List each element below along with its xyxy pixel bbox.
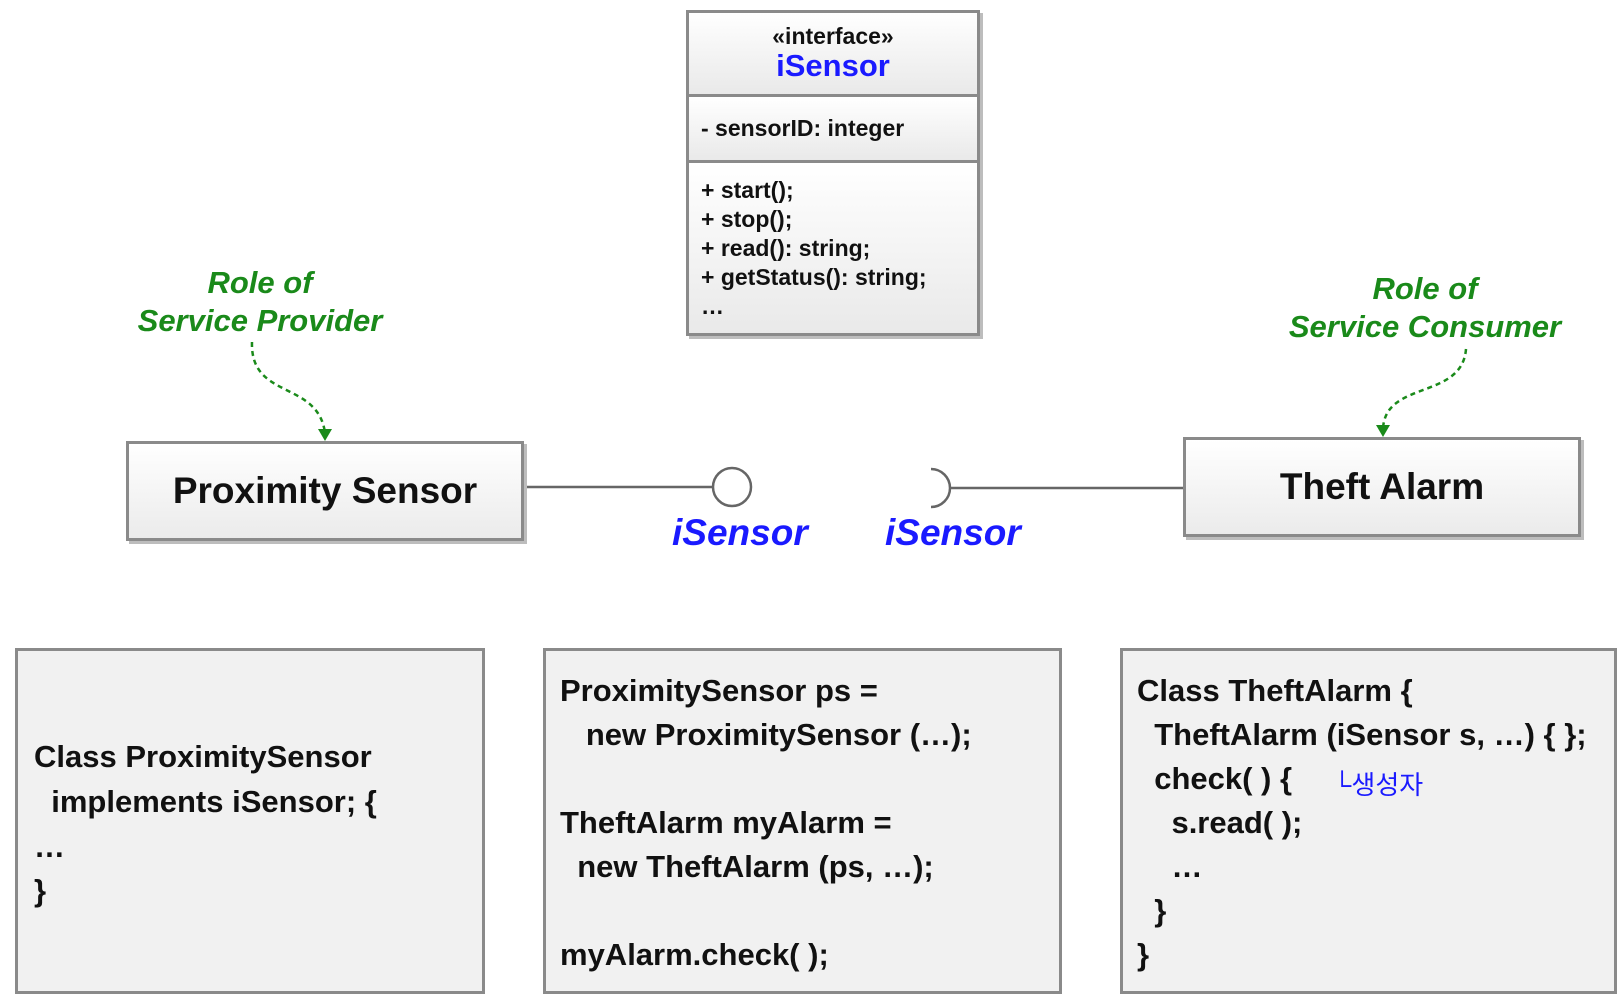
operation-item: + start(); bbox=[701, 177, 794, 203]
provider-role-arrowhead bbox=[318, 429, 332, 441]
consumer-role-arrow bbox=[1381, 348, 1468, 430]
consumer-component: Theft Alarm bbox=[1183, 437, 1581, 537]
interface-class-box: «interface» iSensor - sensorID: integer … bbox=[686, 10, 980, 336]
provider-role-arrow bbox=[250, 341, 327, 434]
consumer-role-label: Role of Service Consumer bbox=[1270, 270, 1580, 346]
code-line: } bbox=[1137, 893, 1167, 928]
operation-item: … bbox=[701, 293, 724, 319]
handwritten-note: └생성자 bbox=[1333, 770, 1424, 800]
code-line: ProximitySensor ps = bbox=[560, 673, 878, 708]
required-interface-label: iSensor bbox=[885, 512, 1021, 553]
provided-interface-label: iSensor bbox=[672, 512, 808, 553]
consumer-role-line1: Role of bbox=[1372, 271, 1478, 306]
operation-item: + stop(); bbox=[701, 206, 793, 232]
interface-attributes: - sensorID: integer bbox=[689, 97, 977, 163]
code-line: … bbox=[1137, 849, 1203, 884]
interface-attribute: - sensorID: integer bbox=[701, 115, 905, 141]
provider-role-label: Role of Service Provider bbox=[120, 264, 400, 340]
code-line: check( ) { bbox=[1137, 761, 1293, 796]
required-interface-socket bbox=[930, 467, 952, 509]
provider-role-line2: Service Provider bbox=[137, 303, 383, 338]
code-line: TheftAlarm myAlarm = bbox=[560, 805, 892, 840]
provider-code-panel: Class ProximitySensor implements iSensor… bbox=[15, 648, 485, 994]
code-line: Class TheftAlarm { bbox=[1137, 673, 1413, 708]
code-line: new TheftAlarm (ps, …); bbox=[560, 849, 934, 884]
consumer-code-panel: Class TheftAlarm { TheftAlarm (iSensor s… bbox=[1120, 648, 1617, 994]
code-line: } bbox=[34, 873, 47, 908]
code-line: new ProximitySensor (…); bbox=[560, 717, 972, 752]
code-line: implements iSensor; { bbox=[34, 784, 377, 819]
consumer-role-arrowhead bbox=[1376, 425, 1390, 437]
code-line: } bbox=[1137, 937, 1150, 972]
consumer-role-line2: Service Consumer bbox=[1288, 309, 1562, 344]
operation-item: + getStatus(): string; bbox=[701, 264, 927, 290]
code-line: … bbox=[34, 829, 65, 864]
code-line: Class ProximitySensor bbox=[34, 739, 372, 774]
client-code-panel: ProximitySensor ps = new ProximitySensor… bbox=[543, 648, 1062, 994]
provider-role-line1: Role of bbox=[207, 265, 313, 300]
operation-item: + read(): string; bbox=[701, 235, 871, 261]
code-line: s.read( ); bbox=[1137, 805, 1303, 840]
interface-name: iSensor bbox=[776, 48, 890, 83]
provider-component: Proximity Sensor bbox=[126, 441, 524, 541]
interface-header: «interface» iSensor bbox=[689, 13, 977, 97]
interface-operations: + start(); + stop(); + read(): string; +… bbox=[689, 163, 977, 333]
code-line: TheftAlarm (iSensor s, …) { }; bbox=[1137, 717, 1587, 752]
interface-stereotype: «interface» bbox=[772, 23, 894, 49]
code-line: myAlarm.check( ); bbox=[560, 937, 829, 972]
provided-interface-lollipop bbox=[711, 466, 753, 508]
